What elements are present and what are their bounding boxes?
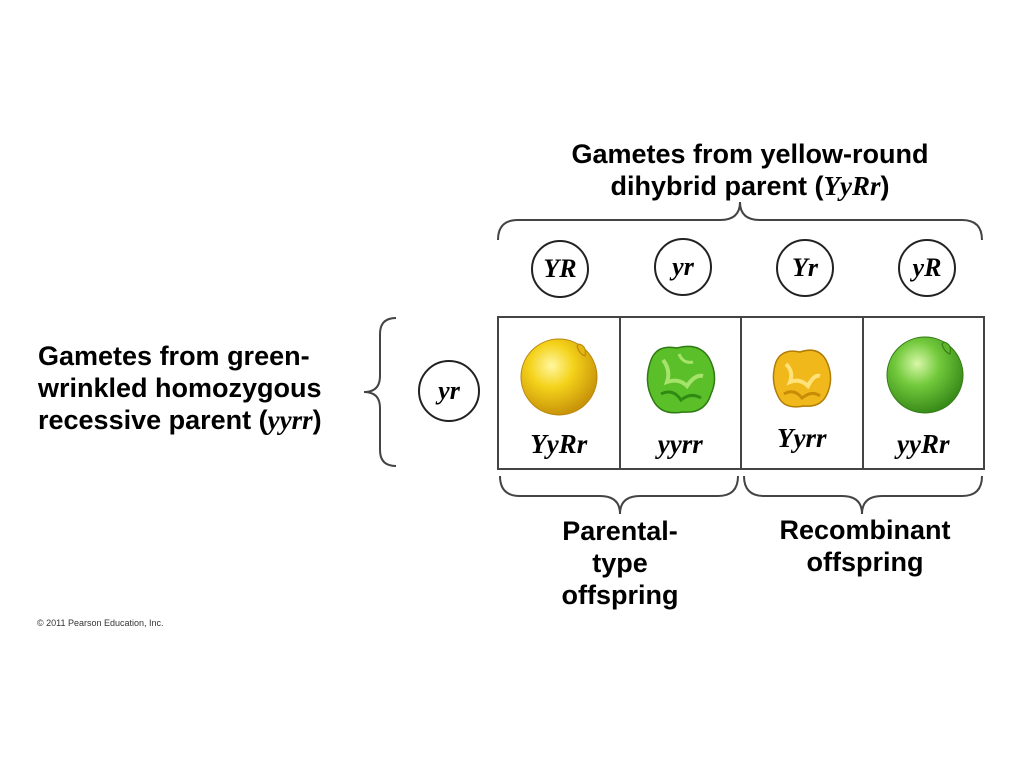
top-parent-genotype: YyRr <box>823 171 881 201</box>
offspring-cell-3: Yyrr <box>742 318 864 468</box>
offspring-genotype-1: YyRr <box>530 429 588 459</box>
top-header-suffix: ) <box>880 171 890 201</box>
parental-label: Parental- type offspring <box>530 515 710 611</box>
left-header-prefix: recessive parent ( <box>38 405 268 435</box>
top-gamete-4: yR <box>898 239 956 297</box>
parental-brace <box>499 475 739 515</box>
offspring-genotype-4: yyRr <box>897 429 950 459</box>
left-header-line2: wrinkled homozygous <box>38 373 322 403</box>
yellow-wrinkled-pea-icon <box>772 349 832 408</box>
offspring-genotype-3: Yyrr <box>777 423 827 453</box>
left-header-suffix: ) <box>312 405 322 435</box>
top-header-line2: dihybrid parent (YyRr) <box>530 170 970 202</box>
yellow-round-pea-icon <box>520 338 598 416</box>
recombinant-label-line2: offspring <box>806 547 924 577</box>
green-wrinkled-pea-icon <box>646 345 715 414</box>
top-gamete-3: Yr <box>776 239 834 297</box>
top-header: Gametes from yellow-round dihybrid paren… <box>530 138 970 202</box>
left-header-line3: recessive parent (yyrr) <box>38 404 378 436</box>
top-gamete-1: YR <box>531 240 589 298</box>
left-parent-genotype: yyrr <box>267 405 313 435</box>
recombinant-brace <box>743 475 983 515</box>
offspring-genotype-2: yyrr <box>657 429 703 459</box>
left-gamete: yr <box>418 360 480 422</box>
top-gamete-2: yr <box>654 238 712 296</box>
top-brace <box>497 201 983 241</box>
top-header-line1: Gametes from yellow-round <box>571 139 929 169</box>
recombinant-label-line1: Recombinant <box>779 515 951 545</box>
offspring-grid: YyRr yyrr Yyrr <box>497 316 985 470</box>
parental-label-line2: type <box>592 548 648 578</box>
offspring-cell-1: YyRr <box>499 318 621 468</box>
copyright-notice: © 2011 Pearson Education, Inc. <box>37 618 164 628</box>
parental-label-line3: offspring <box>561 580 679 610</box>
recombinant-label: Recombinant offspring <box>755 514 975 578</box>
left-header: Gametes from green- wrinkled homozygous … <box>38 340 378 436</box>
left-header-line1: Gametes from green- <box>38 341 310 371</box>
left-brace <box>363 317 397 467</box>
offspring-cell-4: yyRr <box>864 318 984 468</box>
offspring-cell-2: yyrr <box>621 318 742 468</box>
parental-label-line1: Parental- <box>562 516 678 546</box>
green-round-pea-icon <box>886 336 963 414</box>
top-header-prefix: dihybrid parent ( <box>610 171 824 201</box>
